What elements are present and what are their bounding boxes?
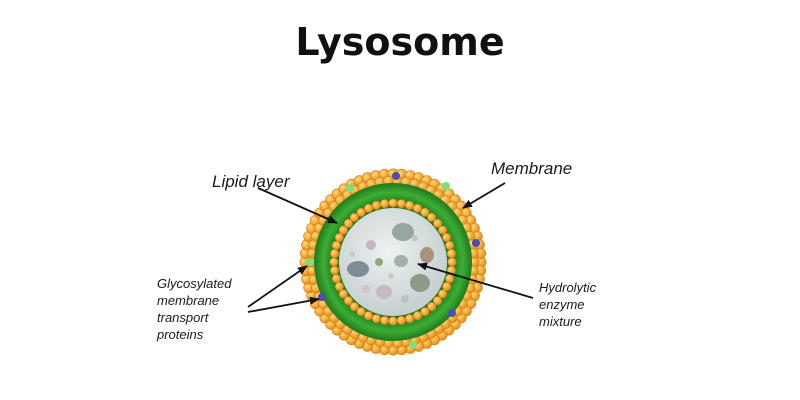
pointer-arrows [247,182,534,313]
enzyme-particles [347,223,434,303]
inner-lipid-bead [338,225,348,235]
arrow-membrane [462,182,506,209]
inner-lipid-bead [349,212,359,222]
inner-lipid-bead [442,232,452,242]
arrow-glycosylated-2 [247,296,320,313]
inner-lipid-bead [446,249,456,259]
diagram-title: Lysosome [295,20,505,64]
inner-lipid-bead [442,282,452,292]
membrane-proteins [305,172,480,349]
inner-lipid-bead [356,207,366,217]
inner-lipid-bead [371,200,381,210]
inner-lipid-bead [334,282,344,292]
inner-lipid-beads [329,198,457,326]
inner-lipid-bead [427,212,437,222]
inner-lipid-bead [330,249,340,259]
inner-lipid-bead [445,274,455,284]
inner-lipid-bead [420,207,430,217]
arrow-lipid-layer [257,187,338,224]
label-hydrolytic-mixture: Hydrolytic enzyme mixture [539,280,597,329]
inner-lipid-bead [438,289,448,299]
label-glycosylated-proteins: Glycosylated membrane transport proteins [157,276,232,342]
arrow-hydrolytic [417,262,534,299]
inner-lipid-bead [338,289,348,299]
inner-lipid-bead [427,302,437,312]
inner-lipid-bead [349,302,359,312]
inner-lipid-bead [405,200,415,210]
inner-lipid-bead [438,225,448,235]
inner-lipid-bead [331,240,341,250]
inner-lipid-bead [356,307,366,317]
inner-lipid-bead [388,316,398,326]
label-lipid-layer: Lipid layer [212,172,290,191]
inner-lipid-bead [388,198,398,208]
inner-lipid-bead [343,218,353,228]
inner-lipid-bead [396,315,406,325]
inner-lipid-bead [343,296,353,306]
inner-lipid-bead [433,218,443,228]
arrow-glycosylated-1 [247,265,308,308]
inner-lipid-bead [445,240,455,250]
inner-lipid-bead [413,311,423,321]
inner-lipid-bead [363,203,373,213]
inner-lipid-bead [330,265,340,275]
inner-lipid-bead [405,314,415,324]
inner-lipid-bead [433,296,443,306]
inner-lipid-bead [420,307,430,317]
inner-lipid-bead [380,315,390,325]
label-membrane: Membrane [491,159,573,178]
inner-lipid-bead [447,257,457,267]
inner-lipid-bead [396,199,406,209]
inner-lipid-bead [380,199,390,209]
inner-lipid-bead [329,257,339,267]
inner-lipid-bead [413,203,423,213]
inner-lipid-bead [334,232,344,242]
inner-lipid-bead [371,314,381,324]
inner-lipid-bead [331,274,341,284]
inner-lipid-bead [363,311,373,321]
